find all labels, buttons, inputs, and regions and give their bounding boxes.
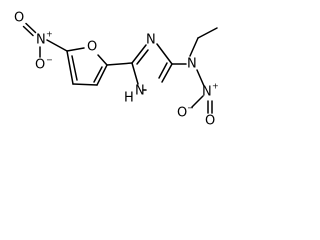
atom-amine-N: N — [187, 57, 197, 72]
bond-triazole-C5-N1-inner — [158, 62, 168, 79]
atom-nitro-right-N: N — [202, 85, 212, 100]
bond-triazole-C3-N4 — [131, 44, 147, 64]
atom-nitro-left-N: N — [36, 33, 46, 48]
bond-nitro-right-O-top — [191, 95, 204, 108]
atom-nitro-left-O-bottom-charge: − — [46, 56, 53, 65]
bond-amine-to-nitro — [196, 69, 205, 87]
bond-nitro-left-O-top — [22, 25, 34, 37]
bond-triazole-N2-C3 — [131, 62, 139, 85]
atom-furan-O: O — [87, 40, 97, 55]
bond-furan-C4-C5 — [66, 50, 74, 85]
bond-triazole-C3-N4-inner — [136, 49, 149, 65]
bonds — [22, 22, 218, 114]
atom-triazole-N2: N — [135, 84, 145, 99]
bond-amine-to-ethyl — [189, 37, 199, 57]
bond-furan-C3-C4 — [72, 83, 98, 86]
atom-triazole-H: H — [124, 91, 134, 106]
bond-furan-C2-C3 — [96, 64, 108, 86]
structure-diagram: O N + O − O N N H N N + O − O — [14, 11, 219, 129]
bond-furan-C2-C3-inner — [93, 66, 103, 83]
bond-furan-to-triazole — [106, 62, 133, 66]
bond-triazole-N4-C5 — [156, 43, 173, 65]
bond-furan-O-C2 — [97, 54, 108, 66]
atom-nitro-left-N-charge: + — [46, 30, 53, 39]
bond-furan-C5-O — [66, 47, 85, 52]
bond-ethyl-CH2-CH3 — [197, 27, 218, 39]
atom-nitro-right-O-top-charge: − — [187, 104, 194, 113]
bond-triazole-C5-N1 — [161, 63, 173, 83]
atom-nitro-right-O-bottom: O — [205, 114, 215, 129]
bond-nitro-left-O-top-2 — [25, 22, 37, 34]
atom-labels: O N + O − O N N H N N + O − O — [14, 11, 219, 129]
bond-nitro-left-to-furan — [46, 39, 68, 52]
atom-nitro-left-O-top: O — [14, 11, 24, 26]
atom-nitro-right-O-top: O — [177, 106, 187, 121]
atom-nitro-left-O-bottom: O — [35, 58, 45, 73]
bond-furan-C4-C5-inner — [71, 55, 78, 81]
atom-triazole-N4: N — [146, 33, 156, 48]
atom-nitro-right-N-charge: + — [212, 82, 219, 91]
